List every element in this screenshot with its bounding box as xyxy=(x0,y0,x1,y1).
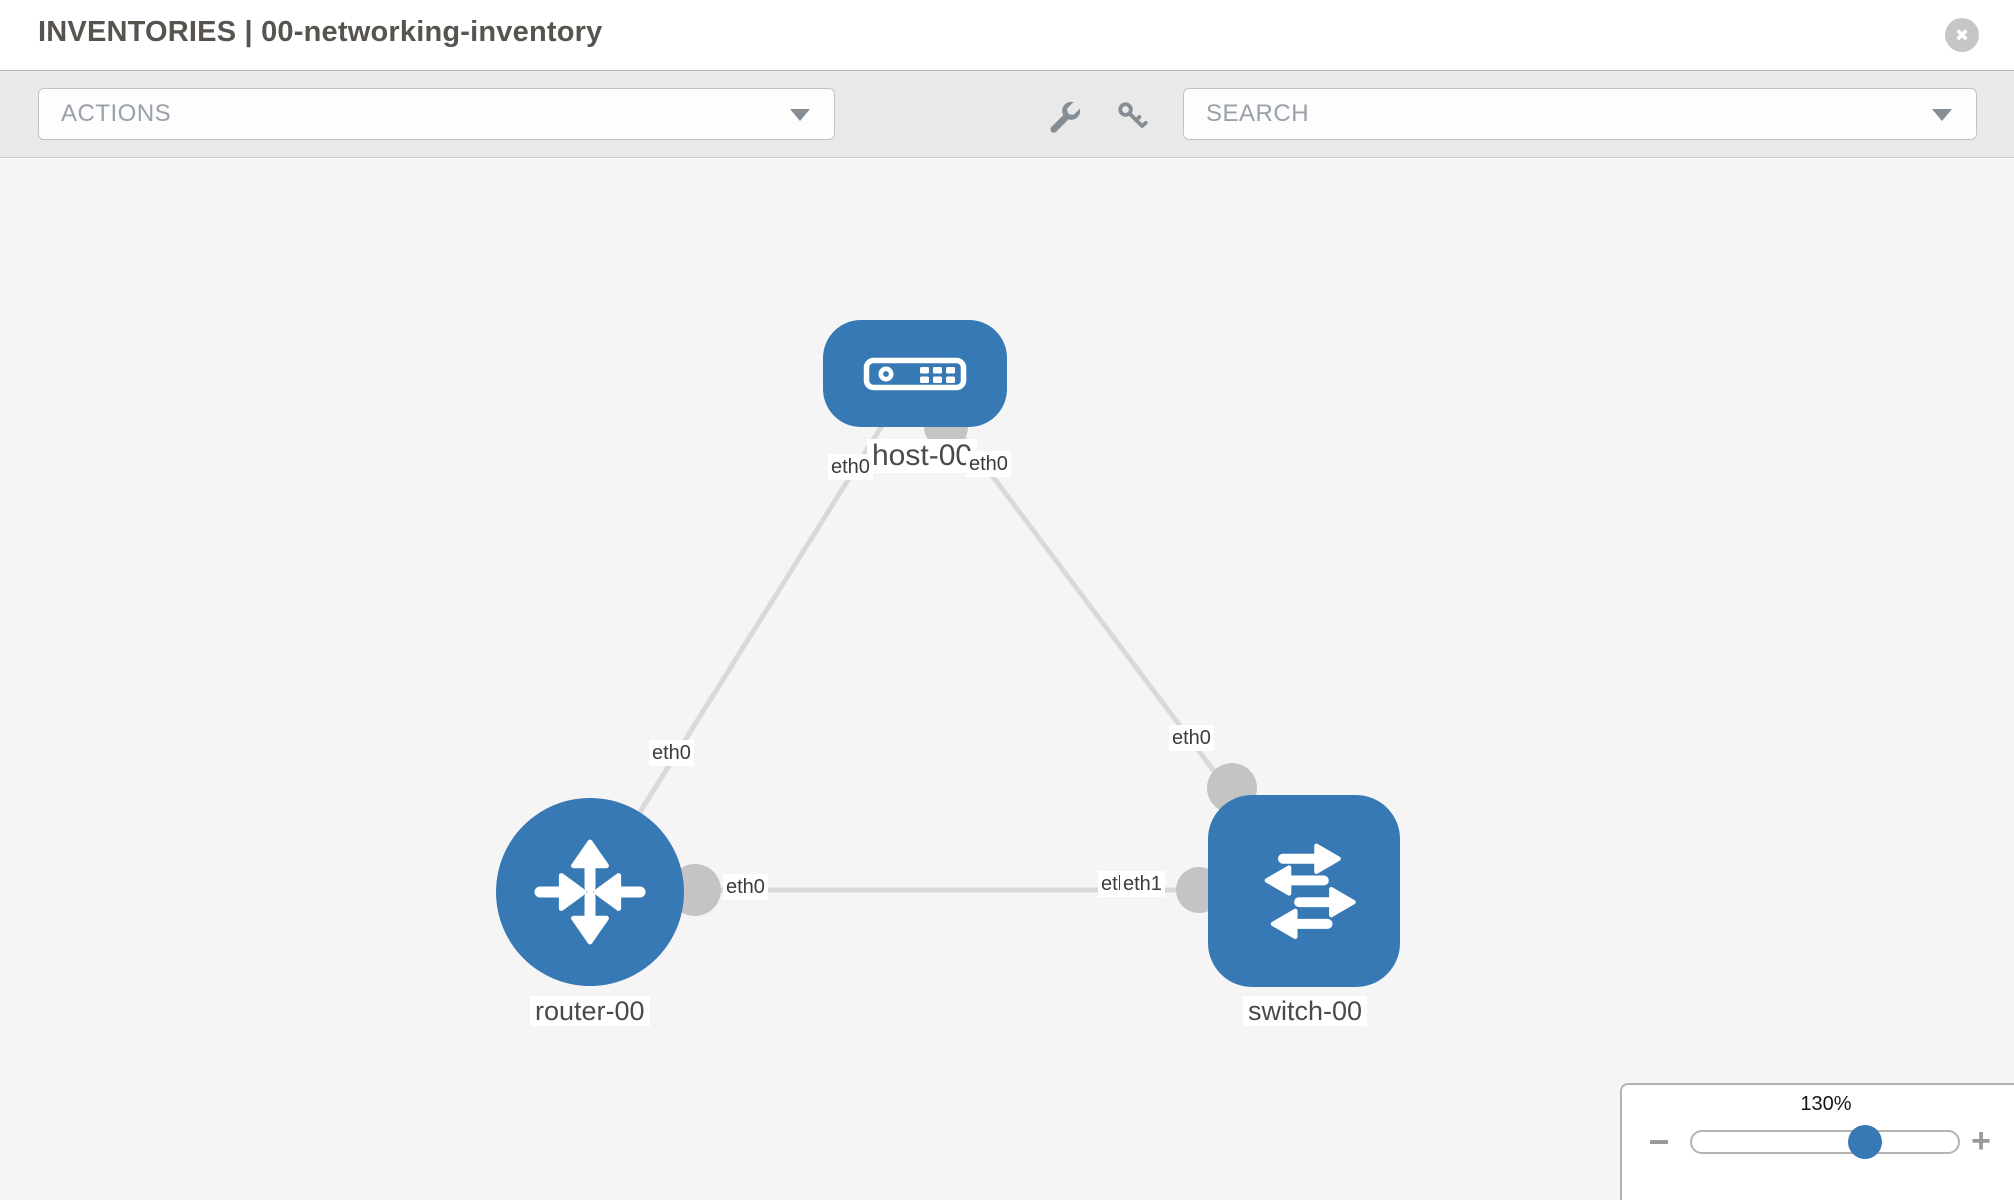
actions-select[interactable]: ACTIONS xyxy=(38,88,835,140)
router-icon xyxy=(534,839,646,945)
node-label-host-00: host-00 xyxy=(867,439,978,473)
host-icon xyxy=(863,357,967,390)
header: INVENTORIES | 00-networking-inventory ✖ xyxy=(0,0,2014,70)
link-label-switch-to-router: eth1 xyxy=(1120,871,1165,897)
plus-icon: + xyxy=(1971,1121,1991,1160)
zoom-level: 130% xyxy=(1800,1093,1852,1115)
toolbar: ACTIONS SEARCH xyxy=(0,70,2014,158)
configure-button[interactable] xyxy=(1043,95,1087,139)
search-select[interactable]: SEARCH xyxy=(1183,88,1977,140)
actions-select-label: ACTIONS xyxy=(61,100,172,127)
credentials-button[interactable] xyxy=(1111,95,1155,139)
page-title: INVENTORIES | 00-networking-inventory xyxy=(38,16,603,48)
zoom-out-button[interactable]: − xyxy=(1640,1121,1678,1162)
link-label-router-to-switch: eth0 xyxy=(723,874,768,900)
node-host-00[interactable] xyxy=(823,320,1007,427)
key-icon xyxy=(1118,102,1148,128)
zoom-slider-thumb[interactable] xyxy=(1848,1125,1882,1159)
zoom-in-button[interactable]: + xyxy=(1962,1122,2000,1160)
node-switch-00[interactable] xyxy=(1208,795,1400,987)
zoom-slider[interactable] xyxy=(1690,1130,1960,1154)
node-label-router-00: router-00 xyxy=(530,996,650,1027)
minus-icon: − xyxy=(1648,1121,1670,1162)
chevron-down-icon xyxy=(1932,109,1952,121)
node-router-00[interactable] xyxy=(496,798,684,986)
switch-icon xyxy=(1264,843,1356,940)
node-label-switch-00: switch-00 xyxy=(1243,996,1368,1027)
close-button[interactable]: ✖ xyxy=(1945,18,1979,52)
close-icon: ✖ xyxy=(1954,25,1970,45)
links-layer xyxy=(587,371,1306,894)
link-label-host-to-router: eth0 xyxy=(828,454,873,480)
zoom-panel: 130% − + xyxy=(1620,1083,2014,1200)
link-label-router-to-host: eth0 xyxy=(649,740,694,766)
topology-canvas[interactable]: host-00 router-00 switch-00 eth0 eth0 et… xyxy=(0,159,2014,1200)
link-label-host-to-switch: eth0 xyxy=(966,451,1011,477)
wrench-icon xyxy=(1050,99,1083,133)
chevron-down-icon xyxy=(790,109,810,121)
search-select-label: SEARCH xyxy=(1206,100,1310,127)
link-label-switch-to-host: eth0 xyxy=(1169,725,1214,751)
